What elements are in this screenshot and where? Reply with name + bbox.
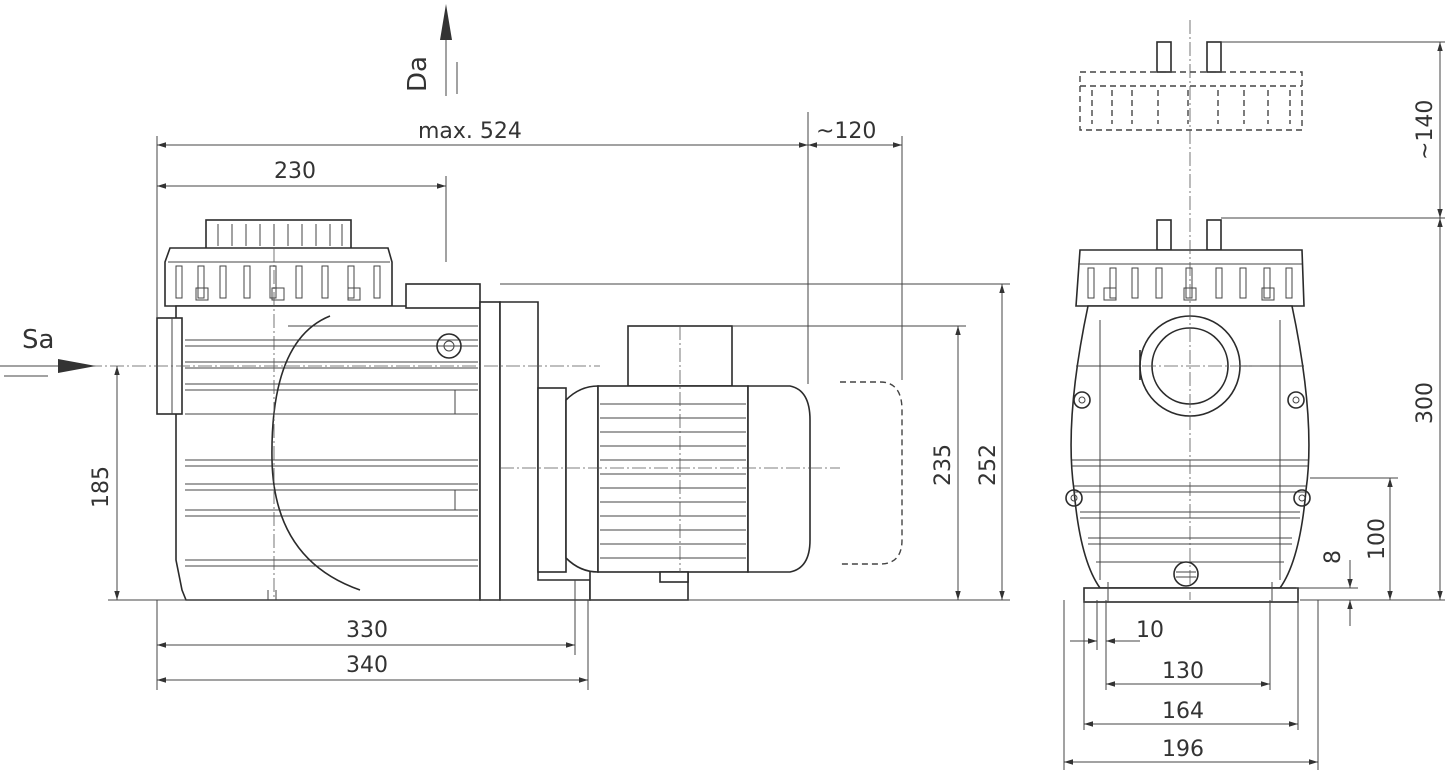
pump-foot	[479, 301, 689, 601]
suction-height-label: 185	[89, 466, 114, 508]
motor-clearance-label: ~120	[816, 119, 876, 144]
max-length-label: max. 524	[418, 119, 522, 144]
pump-housing	[156, 283, 481, 601]
end-dimensions: ~140 300 100 8 10 130 164 196	[1063, 41, 1445, 770]
front-view	[0, 219, 903, 601]
foot-length-outer-label: 340	[346, 653, 388, 678]
drain-height-label: 100	[1365, 518, 1390, 560]
lid-removed	[1079, 41, 1303, 131]
motor	[537, 325, 903, 583]
drain-plug	[1173, 561, 1199, 587]
front-dimensions: max. 524 ~120 230 185 235 252 330 340	[89, 112, 1010, 690]
flow-arrows: Da Sa	[0, 4, 458, 377]
inlet-offset-label: 230	[274, 159, 316, 184]
bolt-holes	[1065, 391, 1311, 507]
end-body	[1065, 305, 1311, 603]
outlet-height-label: 235	[931, 444, 956, 486]
side-height-label: 300	[1413, 382, 1438, 424]
lid-clearance-label: ~140	[1413, 100, 1438, 160]
foot-edge-label: 10	[1136, 618, 1164, 643]
end-view	[1065, 20, 1311, 603]
total-height-label: 252	[976, 444, 1001, 486]
total-width-label: 196	[1162, 737, 1204, 762]
foot-holes-label: 130	[1162, 659, 1204, 684]
lid-mounted	[1075, 219, 1305, 307]
discharge-label: Da	[403, 56, 433, 92]
foot-thickness-label: 8	[1321, 550, 1346, 564]
strainer-lid	[164, 219, 393, 307]
suction-label: Sa	[22, 325, 54, 355]
foot-length-inner-label: 330	[346, 618, 388, 643]
foot-width-label: 164	[1162, 699, 1204, 724]
